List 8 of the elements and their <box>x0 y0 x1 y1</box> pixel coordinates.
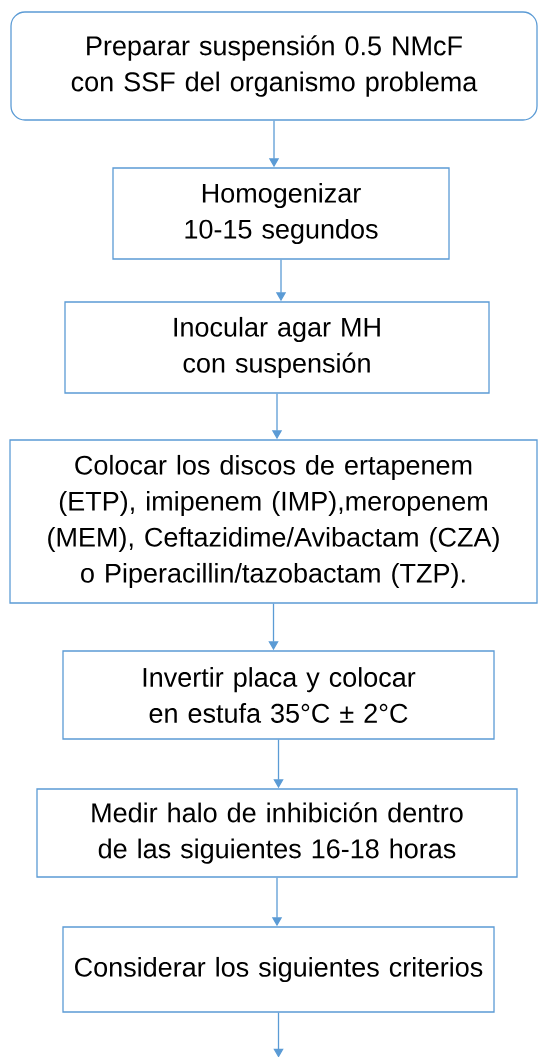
process-box: Medir halo de inhibición dentro de las siguientes 16-18 horas <box>36 788 518 878</box>
process-box: Inocular agar MH con suspensión <box>64 301 490 394</box>
process-box: Homogenizar 10-15 segundos <box>112 167 450 260</box>
arrow <box>273 1012 284 1057</box>
rounded-box: Preparar suspensión 0.5 NMcF con SSF del organismo problema <box>10 11 538 121</box>
process-box: Considerar los siguientes criterios <box>62 926 495 1013</box>
process-box: Colocar los discos de ertapenem (ETP), imipenem (IMP),meropenem (MEM), Ceftazidime/Avibactam (CZA) o Piperacillin/tazobactam (TZP). <box>9 439 538 604</box>
process-box: Invertir placa y colocar en estufa 35°C ± 2°C <box>62 650 495 740</box>
